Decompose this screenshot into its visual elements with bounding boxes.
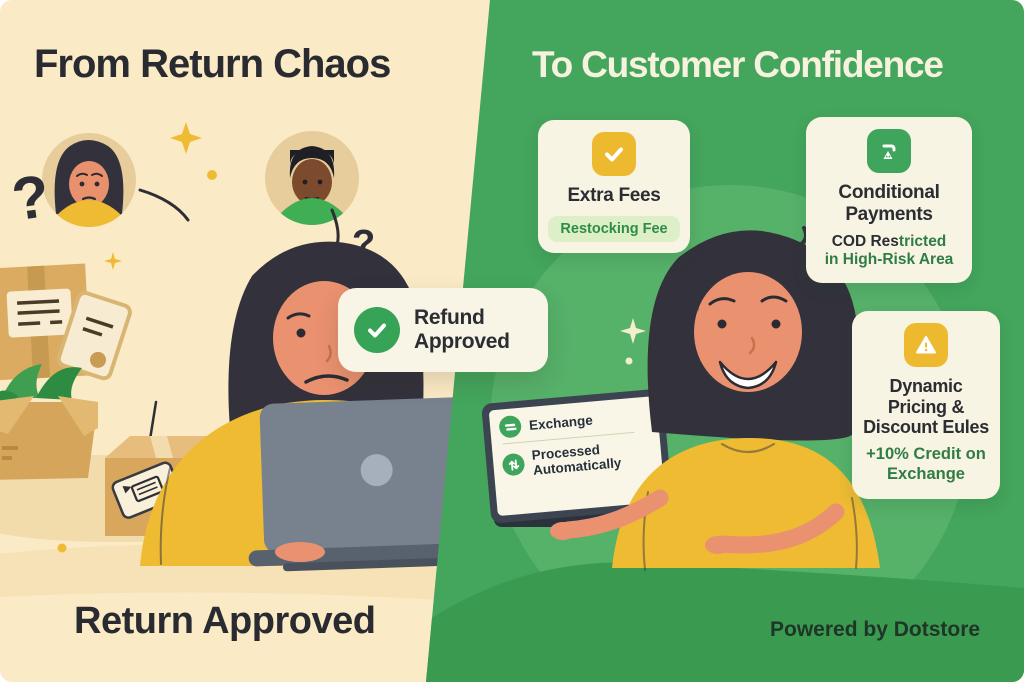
receipt-with-seal [56,290,132,381]
open-box-with-tissue [0,364,98,480]
exchange-icon [498,414,523,439]
subtitle-dark-part: COD Res [831,232,899,250]
warning-triangle-icon [904,323,948,367]
check-square-icon [592,132,636,176]
right-title: To Customer Confidence [532,44,944,85]
card-title: Dynamic Pricing & Discount Eules [863,376,989,438]
card-extra-fees: Extra Fees Restocking Fee [538,120,690,253]
card-subtitle: +10% Credit on Exchange [866,445,986,483]
laptop-logo [360,454,393,487]
restocking-fee-badge: Restocking Fee [548,215,680,242]
powered-by-text: Powered by Dotstore [770,618,981,641]
right-laptop: Exchange Processed Automatically [481,388,673,524]
check-circle-icon [354,307,400,353]
typing-hand [275,542,325,562]
green-bottom-wave [425,562,1024,682]
refund-approved-card: Refund Approved [338,288,548,372]
card-title: Extra Fees [567,185,661,206]
curved-arrow-left [138,188,190,222]
refund-approved-label: Refund Approved [414,306,510,353]
card-subtitle: COD Restricted in High-Risk Area [825,233,954,270]
payment-rule-icon [867,129,911,173]
laptop-screen: Exchange Processed Automatically [488,395,666,517]
left-footer-text: Return Approved [74,600,376,642]
left-title: From Return Chaos [34,42,391,86]
screen-row-processed: Processed Automatically [501,438,653,481]
screen-row-exchange: Exchange [498,404,649,439]
auto-process-icon [501,452,526,477]
subtitle-line2: in High-Risk Area [824,251,954,269]
worried-customer-avatar [42,133,136,227]
card-dynamic-pricing: Dynamic Pricing & Discount Eules +10% Cr… [852,311,1000,499]
confused-customer-avatar [265,131,359,225]
subtitle-green-part: tricted [898,232,947,250]
card-conditional-payments: Conditional Payments COD Restricted in H… [806,117,972,283]
card-title: Conditional Payments [838,182,940,225]
